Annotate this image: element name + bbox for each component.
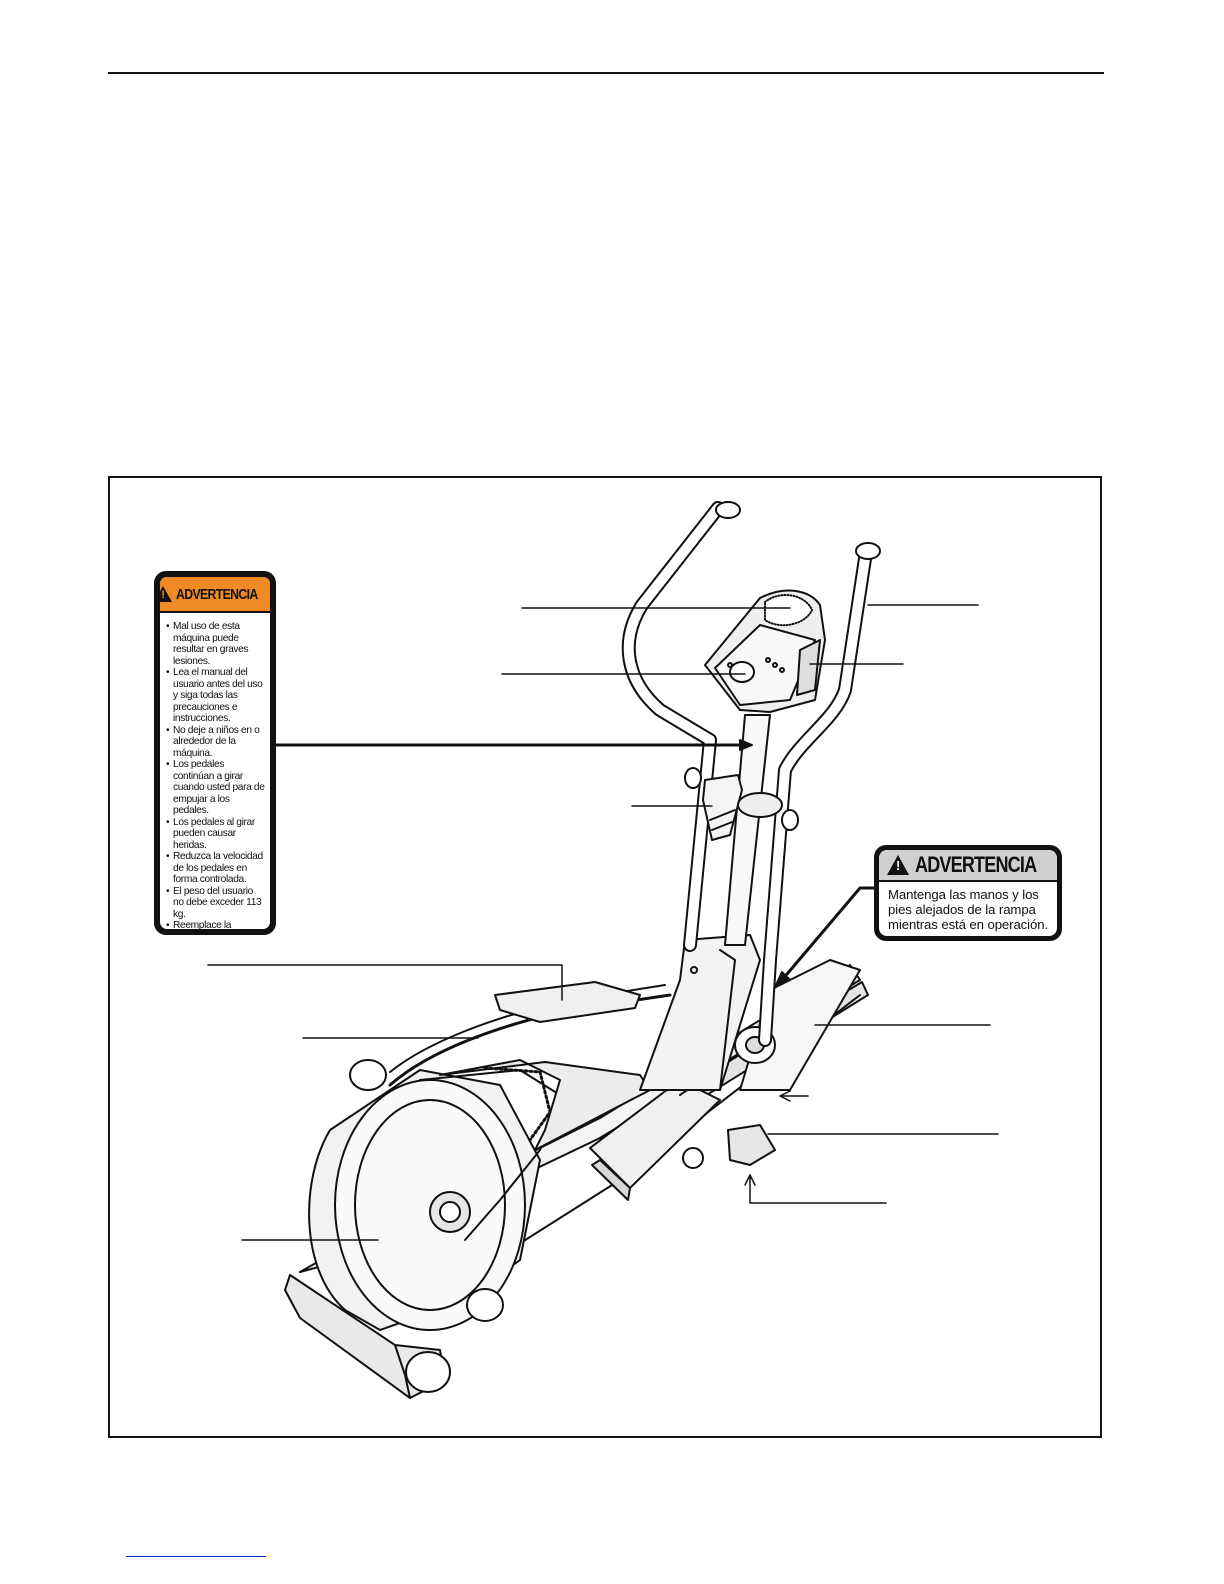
decal-arrow-right <box>775 886 876 986</box>
left-handlebar <box>621 501 741 952</box>
rear-foot <box>727 1124 776 1166</box>
console-mast <box>724 714 771 946</box>
warning-item: Reemplace la calcomanía si está dañada, … <box>166 920 266 929</box>
handlebar-pivot <box>737 792 799 831</box>
bottom-link-underline[interactable] <box>126 1556 266 1557</box>
warning-line: Mantenga las manos y los <box>888 887 1039 902</box>
warning-item: No deje a niños en o alrededor de la máq… <box>166 725 266 760</box>
warning-decal-small-header: ! ADVERTENCIA <box>879 850 1057 882</box>
flywheel-housing <box>308 1069 561 1331</box>
top-rule <box>108 72 1104 74</box>
warning-item: Lea el manual del usuario antes del uso … <box>166 667 266 725</box>
water-bottle-holder <box>684 767 743 841</box>
front-shroud <box>439 1059 651 1151</box>
decal-arrow-left <box>274 739 753 751</box>
callout-lines <box>207 604 999 1241</box>
warning-line: pies alejados de la rampa <box>888 902 1036 917</box>
warning-decal-small: ! ADVERTENCIA Mantenga las manos y los p… <box>874 845 1062 941</box>
figure-frame <box>108 476 1102 1438</box>
warning-decal-large-list: Mal uso de esta máquina puede resultar e… <box>160 613 270 929</box>
warning-item: Mal uso de esta máquina puede resultar e… <box>166 621 266 667</box>
warning-decal-small-title: ADVERTENCIA <box>915 852 1037 877</box>
warning-item: Los pedales al girar pueden causar herid… <box>166 817 266 852</box>
warning-decal-large: ! ADVERTENCIA Mal uso de esta máquina pu… <box>154 571 276 935</box>
left-pedal <box>388 981 672 1087</box>
warning-triangle-icon: ! <box>160 586 173 602</box>
warning-item: El peso del usuario no debe exceder 113 … <box>166 886 266 921</box>
right-handlebar <box>758 542 881 1047</box>
small-arrows <box>744 1090 791 1186</box>
warning-decal-large-title: ADVERTENCIA <box>176 585 258 603</box>
warning-triangle-icon: ! <box>887 855 909 875</box>
front-stabilizer <box>284 1274 451 1399</box>
console <box>704 589 826 713</box>
warning-decal-large-header: ! ADVERTENCIA <box>160 577 270 613</box>
upright-post <box>639 934 761 1091</box>
rear-roller <box>349 1059 704 1322</box>
warning-line: mientras está en operación. <box>888 917 1049 932</box>
warning-item: Reduzca la velocidad de los pedales en f… <box>166 851 266 886</box>
warning-item: Los pedales continúan a girar cuando ust… <box>166 759 266 817</box>
warning-decal-small-message: Mantenga las manos y los pies alejados d… <box>879 882 1057 932</box>
